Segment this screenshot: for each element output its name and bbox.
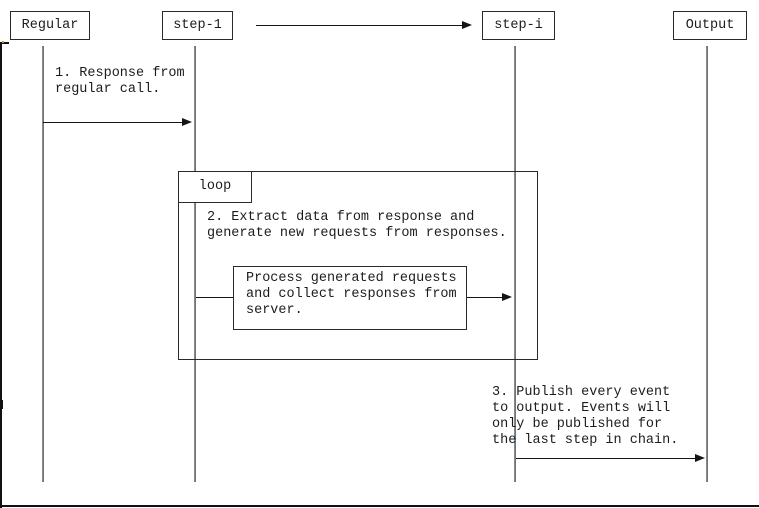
note-2-line-1: 2. Extract data from response and (207, 210, 475, 225)
left-page-border-tick (0, 42, 9, 44)
message-1-arrow-head-icon (182, 118, 192, 126)
message-3-label-line-4: the last step in chain. (492, 433, 679, 448)
message-1-label-line-1: 1. Response from (55, 66, 185, 81)
message-3-arrow-head-icon (695, 454, 705, 462)
process-arrow-head-icon (502, 293, 512, 301)
process-box-line-2: and collect responses from (246, 287, 457, 302)
message-3-label-line-2: to output. Events will (492, 401, 671, 416)
actor-box-step-1: step-1 (162, 11, 233, 40)
process-box-line-1: Process generated requests (246, 271, 457, 286)
actor-box-regular: Regular (10, 11, 90, 40)
message-3-label-line-1: 3. Publish every event (492, 385, 671, 400)
note-2: 2. Extract data from response and genera… (207, 210, 507, 242)
message-1-label-line-2: regular call. (55, 82, 161, 97)
corner-dot (2, 41, 4, 43)
message-3-arrow-line (516, 458, 695, 459)
left-page-border-notch (0, 400, 3, 409)
actor-label-step-i: step-i (494, 17, 543, 33)
message-1-label: 1. Response from regular call. (55, 66, 185, 98)
message-1-arrow-line (43, 122, 182, 123)
actor-box-output: Output (673, 11, 747, 40)
left-page-border (0, 42, 2, 508)
loop-fragment-label-box: loop (178, 171, 252, 203)
process-connector-line (196, 297, 233, 298)
actor-label-step-1: step-1 (173, 17, 222, 33)
message-3-label: 3. Publish every event to output. Events… (492, 385, 678, 449)
actor-label-output: Output (685, 17, 735, 33)
chain-arrow-head-icon (462, 21, 472, 29)
lifeline-regular (42, 46, 44, 482)
process-arrow-line (467, 297, 502, 298)
chain-arrow-line (256, 25, 462, 26)
lifeline-step-1 (194, 46, 196, 482)
loop-fragment-frame (178, 171, 538, 360)
lifeline-step-i (514, 46, 516, 482)
process-box: Process generated requests and collect r… (233, 266, 467, 330)
message-3-label-line-3: only be published for (492, 417, 663, 432)
loop-fragment-label: loop (198, 179, 232, 194)
actor-label-regular: Regular (21, 17, 79, 33)
actor-box-step-i: step-i (482, 11, 555, 40)
bottom-page-border (0, 505, 759, 507)
process-box-line-3: server. (246, 303, 303, 318)
note-2-line-2: generate new requests from responses. (207, 226, 507, 241)
lifeline-output (706, 46, 708, 482)
